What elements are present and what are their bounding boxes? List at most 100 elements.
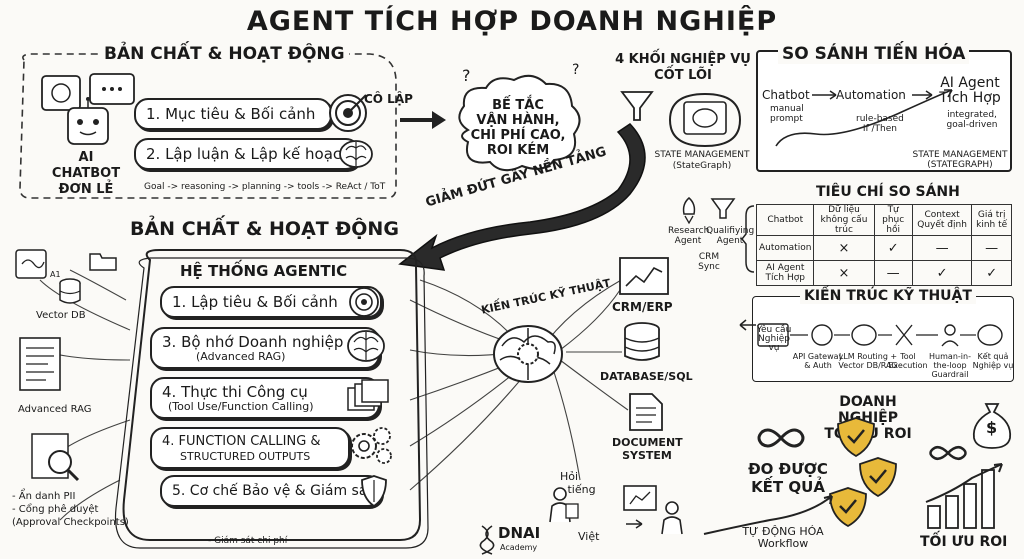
criteria-cell: — xyxy=(911,235,973,261)
roi-bar-chart xyxy=(925,463,1003,529)
criteria-header-row: Chatbot Dữ liệu không cấu trúc Tự phục h… xyxy=(755,204,1012,236)
main-item-2-label: 3. Bộ nhớ Doanh nghiệp xyxy=(162,332,344,351)
criteria-cell: AI Agent Tích Hợp xyxy=(755,260,815,286)
core-heading-2: CỐT LÕI xyxy=(654,68,712,83)
top-flow-text: Goal -> reasoning -> planning -> tools -… xyxy=(144,182,386,192)
criteria-cell: ✓ xyxy=(873,235,913,261)
evo-automation-sub-2: If /Then xyxy=(862,124,898,134)
arch-step-l2: Nghiệp vụ xyxy=(758,334,790,353)
cloud-line-2: VẬN HÀNH, xyxy=(476,113,560,128)
criteria-cell: — xyxy=(873,260,913,286)
cloud-shape xyxy=(458,74,581,172)
robot-arm-icon xyxy=(15,249,47,279)
folder-icon xyxy=(89,253,117,271)
evo-state-1: STATE MANAGEMENT xyxy=(912,150,1008,160)
gate-label-1: - Cổng phê duyệt xyxy=(12,504,99,515)
presenter-icon xyxy=(623,485,683,535)
criteria-cell: ✓ xyxy=(971,260,1012,286)
page-title: AGENT TÍCH HỢP DOANH NGHIỆP xyxy=(246,6,778,37)
auto-label-2: Workflow xyxy=(757,537,809,550)
agents-funnel-icon xyxy=(710,198,736,219)
main-item-1-label: 1. Lập tiêu & Bối cảnh xyxy=(172,293,338,311)
crm-chart-icon xyxy=(619,257,669,295)
question-mark-icon: ? xyxy=(572,62,580,78)
brand-name: DNAI xyxy=(498,524,541,542)
person-icon xyxy=(549,487,579,523)
criteria-bracket xyxy=(741,205,755,273)
evo-state-2: (STATEGRAPH) xyxy=(927,160,993,170)
criteria-header-1: Dữ liệu không cấu trúc xyxy=(813,204,875,236)
cloud-line-4: ROI KÉM xyxy=(486,143,550,158)
qualifying-agent-1: Qualifiying xyxy=(706,226,755,236)
arch-step-l1: Tool xyxy=(900,352,916,361)
criteria-row: AI Agent Tích Hợp × — ✓ ✓ xyxy=(755,260,1012,286)
doc-label-1: DOCUMENT xyxy=(612,436,683,449)
core-heading-1: 4 KHỐI NGHIỆP VỤ xyxy=(615,52,751,67)
gate-label-2: (Approval Checkpoints) xyxy=(12,517,129,528)
criteria-header-0: Chatbot xyxy=(755,204,815,236)
evo-chatbot: Chatbot xyxy=(762,88,810,102)
bridge-arrow xyxy=(398,123,646,271)
core-cycle-icon xyxy=(669,92,741,148)
auto-label-1: TỰ ĐỘNG HÓA xyxy=(742,525,824,538)
main-item-5: 5. Cơ chế Bảo vệ & Giám sát xyxy=(160,475,382,507)
main-brain-icon xyxy=(347,330,385,362)
hoi-label: Hỏi xyxy=(560,470,579,483)
crm-sync-2: Sync xyxy=(698,262,720,272)
rocket-icon xyxy=(682,197,696,225)
roi-label: TỐI ƯU ROI xyxy=(920,534,1008,550)
cloud-line-3: CHI PHÍ CAO, xyxy=(470,128,566,143)
evo-automation: Automation xyxy=(836,88,906,102)
advanced-rag-label: Advanced RAG xyxy=(18,404,92,415)
criteria-header-4: Giá trị kinh tế xyxy=(971,204,1012,236)
main-item-4: 4. FUNCTION CALLING & STRUCTURED OUTPUTS xyxy=(150,427,350,469)
crm-sync-1: CRM xyxy=(698,252,720,262)
a1-label: A1 xyxy=(50,270,61,279)
top-step-2-label: 2. Lập luận & Lập kế hoạch xyxy=(146,145,351,163)
infinity-icon-2 xyxy=(929,445,967,461)
evo-agent-2: Tích Hợp xyxy=(939,90,1001,106)
chatbot-label-1: AI CHATBOT xyxy=(51,150,121,181)
cloud-text: BẾ TẮC VẬN HÀNH, CHI PHÍ CAO, ROI KÉM xyxy=(458,98,578,158)
question-mark-icon: ? xyxy=(462,66,471,85)
infinity-icon xyxy=(757,428,805,448)
cloud-line-1: BẾ TẮC xyxy=(492,98,544,113)
viet-label: Việt xyxy=(578,530,600,543)
evo-agent-sub-2: goal-driven xyxy=(946,120,998,130)
chatbot-label-2: ĐƠN LẺ xyxy=(58,182,114,197)
research-agent-2: Agent xyxy=(674,236,702,246)
criteria-cell: Automation xyxy=(755,235,815,261)
arch-step-l1: Kết quả xyxy=(977,352,1009,361)
criteria-cell: — xyxy=(971,235,1012,261)
arch-right-arrow xyxy=(739,319,756,331)
arch-step-l2: Execution xyxy=(888,361,928,370)
system-label: HỆ THỐNG AGENTIC xyxy=(180,262,348,280)
crm-label: CRM/ERP xyxy=(612,300,673,314)
database-icon xyxy=(59,278,81,304)
tieng-label: - tiếng xyxy=(560,483,596,496)
core-state-1: STATE MANAGEMENT xyxy=(654,150,750,160)
criteria-header-3: Context Quyết định xyxy=(911,204,973,236)
main-item-5-label: 5. Cơ chế Bảo vệ & Giám sát xyxy=(172,483,373,499)
main-item-3: 4. Thực thi Công cụ (Tool Use/Function C… xyxy=(150,377,380,419)
folders-icon xyxy=(347,379,389,411)
funnel-icon xyxy=(620,91,654,121)
top-left-heading: BẢN CHẤT & HOẠT ĐỘNG xyxy=(100,44,349,64)
advanced-rag-icon xyxy=(19,337,61,391)
arch-right-icons xyxy=(757,323,1003,347)
evo-chatbot-sub-2: prompt xyxy=(770,114,803,124)
vector-db-label: Vector DB xyxy=(36,310,86,321)
arch-right-heading: KIẾN TRÚC KỸ THUẬT xyxy=(800,288,976,304)
dollar-sign: $ xyxy=(986,418,998,437)
main-item-3-sub: (Tool Use/Function Calling) xyxy=(168,399,314,413)
criteria-cell: ✓ xyxy=(911,260,973,286)
main-item-4-label: 4. FUNCTION CALLING & xyxy=(162,433,321,449)
arch-step-l2: Vector DB/RAG xyxy=(838,361,898,370)
main-item-2-sub: (Advanced RAG) xyxy=(196,349,286,363)
arch-step-l2: & Auth xyxy=(804,361,832,370)
gears-icon xyxy=(351,427,392,464)
gold-shields xyxy=(829,417,897,528)
main-heading: BẢN CHẤT & HOẠT ĐỘNG xyxy=(130,218,399,240)
criteria-heading: TIÊU CHÍ SO SÁNH xyxy=(816,184,960,200)
criteria-cell: × xyxy=(813,260,875,286)
